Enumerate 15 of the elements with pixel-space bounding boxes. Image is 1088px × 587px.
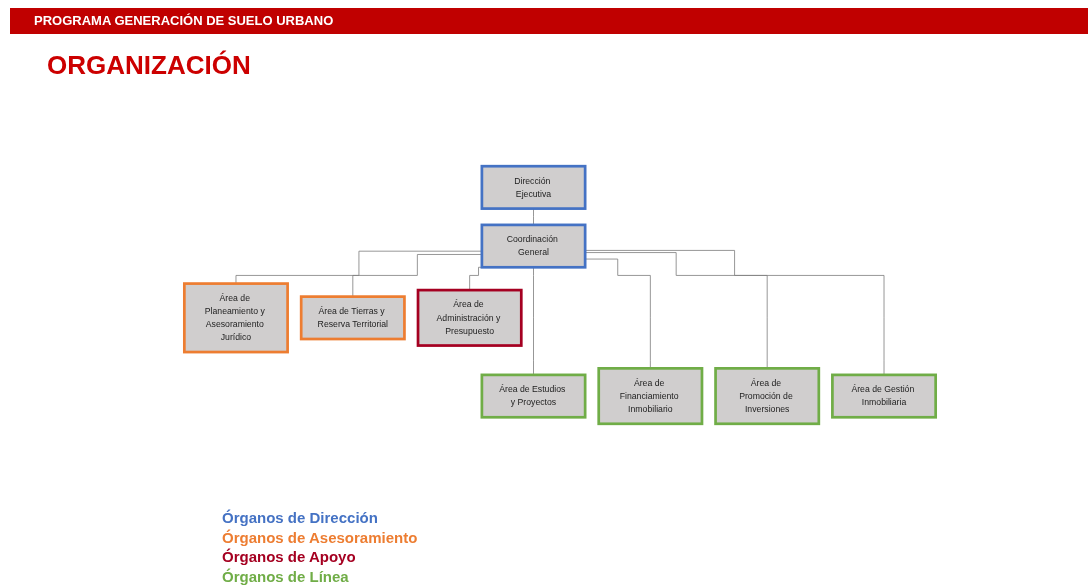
node-box: Área de Financiamiento Inmobiliario xyxy=(597,367,704,426)
page-title: ORGANIZACIÓN xyxy=(47,50,251,81)
node-box: Área de Promoción de Inversiones xyxy=(714,367,821,426)
node-box: Coordinación General xyxy=(480,223,587,269)
node-box: Área de Planeamiento y Asesoramiento Jurídico xyxy=(183,282,289,354)
node-box: Área de Tierras y Reserva Territorial xyxy=(299,295,406,341)
node-box: Área de Administración y Presupuesto xyxy=(416,288,523,347)
legend-entry: Órganos de Línea xyxy=(222,566,350,586)
legend-entry: Órganos de Dirección xyxy=(222,508,379,528)
header-banner: PROGRAMA GENERACIÓN DE SUELO URBANO xyxy=(10,8,1088,34)
legend-entry: Órganos de Asesoramiento xyxy=(222,527,418,547)
node-box: Área de Estudios y Proyectos xyxy=(480,373,587,419)
node-box: Dirección Ejecutiva xyxy=(480,164,587,210)
legend-entry: Órganos de Apoyo xyxy=(222,547,357,567)
node-box: Área de Gestión Inmobiliaria xyxy=(831,373,937,419)
